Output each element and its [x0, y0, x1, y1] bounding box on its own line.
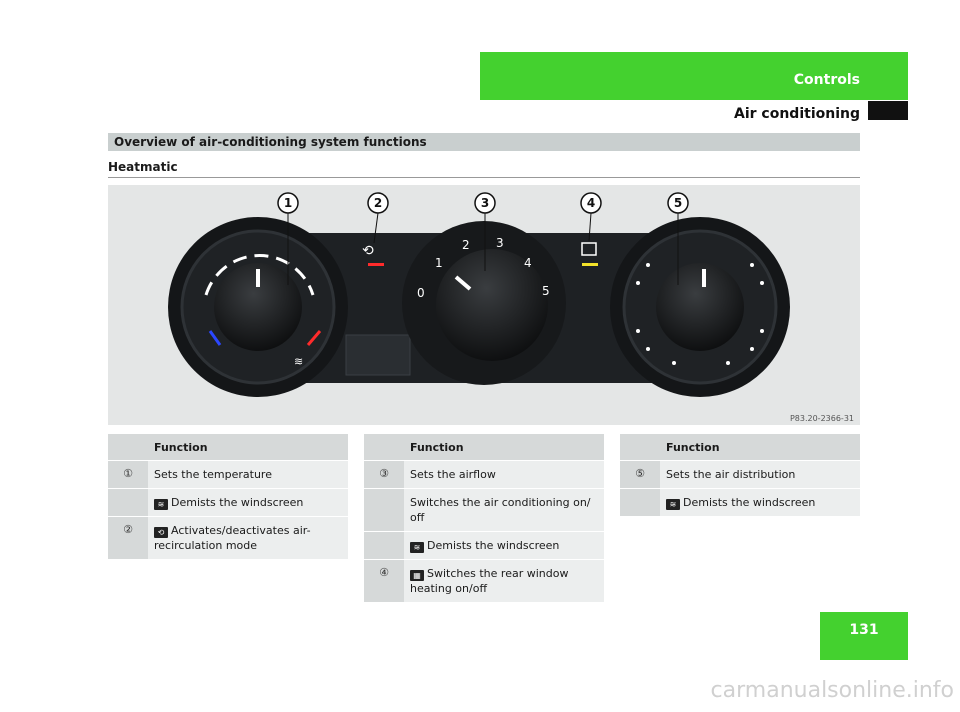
- chapter-title: Controls: [793, 72, 860, 88]
- air-distribution-dial: [610, 217, 790, 397]
- airflow-dial: 0 1 2 3 4 5: [402, 221, 566, 385]
- row-text: Sets the temperature: [148, 460, 348, 489]
- defrost-icon: ≋: [410, 542, 424, 553]
- table-row: ≋Demists the windscreen: [108, 488, 348, 517]
- function-header: Function: [404, 434, 604, 461]
- control-panel-figure: ≋ ⟲ 0 1 2 3 4 5: [168, 192, 854, 423]
- page-number: 131: [820, 612, 908, 660]
- row-text: Demists the windscreen: [427, 539, 560, 552]
- rear-window-button: [581, 242, 598, 266]
- callout-5: 5: [674, 196, 682, 210]
- row-text: Switches the air conditioning on/ off: [404, 488, 604, 532]
- defrost-icon: ≋: [154, 499, 168, 510]
- row-text: Sets the airflow: [404, 460, 604, 489]
- header-marker: [868, 101, 908, 120]
- recirculation-icon: ⟲: [154, 527, 168, 538]
- page-number-text: 131: [849, 622, 879, 638]
- table-header: Function: [620, 434, 860, 461]
- figure-code: P83.20-2366-31: [790, 414, 854, 423]
- fan-speed-5: 5: [542, 284, 550, 298]
- temperature-dial: ≋: [168, 217, 348, 397]
- callout-4: 4: [587, 196, 595, 210]
- table-row: ≋Demists the windscreen: [364, 531, 604, 560]
- row-text: Demists the windscreen: [171, 496, 304, 509]
- vent-grille: [345, 334, 411, 376]
- defrost-mark: ≋: [294, 355, 303, 368]
- row-text: Demists the windscreen: [683, 496, 816, 509]
- rear-window-heater-icon: ▦: [410, 570, 424, 581]
- row-text: Activates/deactivates air-recirculation …: [154, 524, 311, 552]
- fan-speed-0: 0: [417, 286, 425, 300]
- table-header: Function: [364, 434, 604, 461]
- fan-speed-2: 2: [462, 238, 470, 252]
- table-row: ② ⟲Activates/deactivates air-recirculatio…: [108, 516, 348, 560]
- function-header: Function: [660, 434, 860, 461]
- recirculation-button: ⟲: [362, 243, 384, 266]
- callout-2: 2: [374, 196, 382, 210]
- row-number: ③: [364, 460, 404, 489]
- callout-3: 3: [481, 196, 489, 210]
- overview-title: Overview of air-conditioning system func…: [114, 135, 427, 149]
- row-text: Sets the air distribution: [660, 460, 860, 489]
- subtitle: Heatmatic: [108, 160, 178, 174]
- row-number: ①: [108, 460, 148, 489]
- row-text: Switches the rear window heating on/off: [410, 567, 569, 595]
- chapter-tab: Controls: [480, 52, 908, 100]
- callouts: 1 2 3 4 5: [277, 192, 689, 285]
- table-row: ≋Demists the windscreen: [620, 488, 860, 517]
- fan-speed-1: 1: [435, 256, 443, 270]
- function-header: Function: [148, 434, 348, 461]
- fan-speed-3: 3: [496, 236, 504, 250]
- defrost-icon: ≋: [666, 499, 680, 510]
- row-number: ⑤: [620, 460, 660, 489]
- callout-1: 1: [284, 196, 292, 210]
- section-title: Air conditioning: [734, 106, 860, 122]
- svg-text:⟲: ⟲: [362, 243, 374, 259]
- watermark: carmanualsonline.info: [710, 678, 954, 703]
- row-number: ②: [108, 516, 148, 560]
- control-panel-photo: ≋ ⟲ 0 1 2 3 4 5: [108, 185, 860, 425]
- overview-heading: Overview of air-conditioning system func…: [108, 133, 860, 151]
- divider: [108, 177, 860, 178]
- fan-speed-4: 4: [524, 256, 532, 270]
- table-row: ④ ▦Switches the rear window heating on/of…: [364, 559, 604, 603]
- table-header: Function: [108, 434, 348, 461]
- table-row: Switches the air conditioning on/ off: [364, 488, 604, 532]
- row-number: ④: [364, 559, 404, 603]
